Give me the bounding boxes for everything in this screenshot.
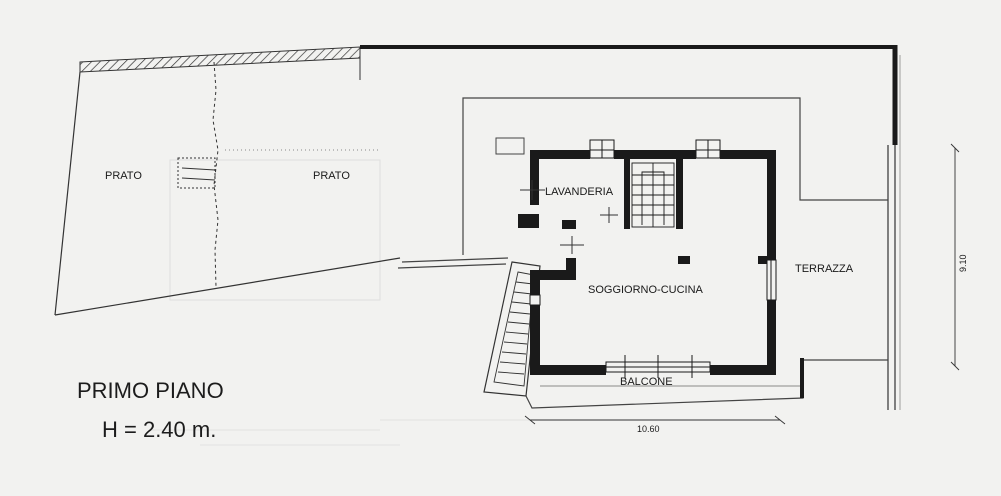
- external-stair: [483, 261, 541, 397]
- windows: [529, 139, 777, 378]
- label-soggiorno-cucina: SOGGIORNO-CUCINA: [588, 284, 704, 296]
- plan-title: PRIMO PIANO: [77, 378, 224, 403]
- dimension-depth: 9.10: [958, 254, 968, 272]
- label-lavanderia: LAVANDERIA: [545, 186, 614, 198]
- label-prato-left: PRATO: [105, 170, 142, 182]
- house-walls: [518, 150, 804, 398]
- internal-stair: [631, 162, 675, 228]
- label-prato-right: PRATO: [313, 170, 350, 182]
- boundary-wall: [360, 45, 901, 410]
- door-marks: [520, 180, 618, 254]
- garden-outline: [54, 46, 401, 316]
- plan-height-note: H = 2.40 m.: [102, 417, 216, 442]
- dimension-width: 10.60: [637, 424, 660, 434]
- terrace-outline: [397, 97, 888, 361]
- label-terrazza: TERRAZZA: [795, 263, 854, 275]
- dimension-lines: [524, 143, 960, 425]
- label-balcone: BALCONE: [620, 376, 673, 388]
